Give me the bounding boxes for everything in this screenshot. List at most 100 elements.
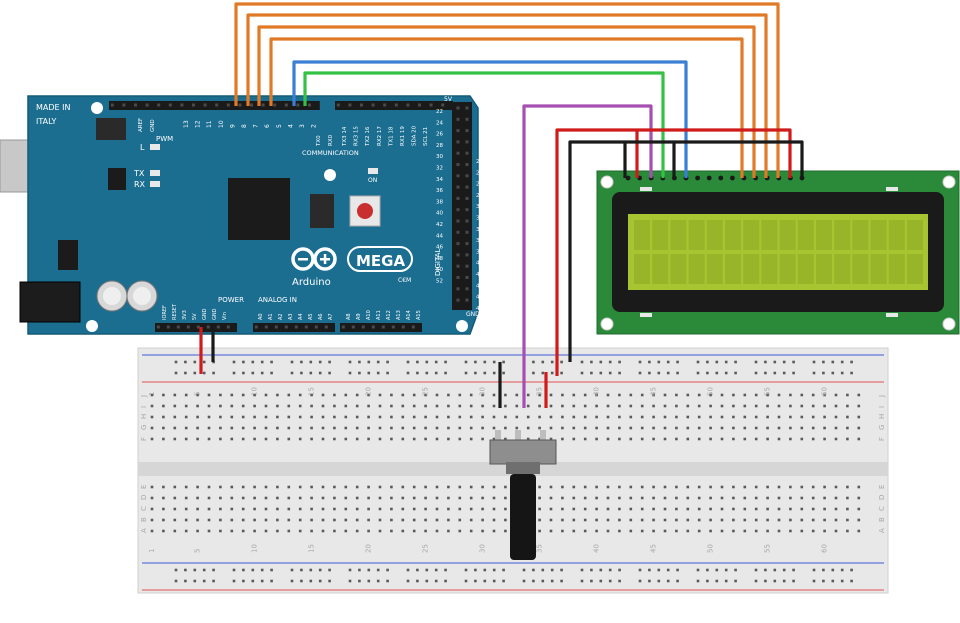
reset-button-cap[interactable]	[357, 203, 373, 219]
header-pin[interactable]	[168, 103, 172, 107]
header-pin[interactable]	[465, 219, 469, 223]
header-pin[interactable]	[166, 325, 170, 329]
header-pin[interactable]	[196, 325, 200, 329]
header-pin[interactable]	[284, 103, 288, 107]
header-pin[interactable]	[360, 103, 363, 107]
header-pin[interactable]	[156, 325, 160, 329]
header-pin[interactable]	[456, 276, 460, 279]
header-pin[interactable]	[465, 208, 469, 212]
power-wire[interactable]	[555, 128, 792, 376]
header-pin[interactable]	[441, 103, 445, 107]
ground-wire[interactable]	[568, 140, 804, 362]
data-wire[interactable]	[246, 13, 768, 178]
header-pin[interactable]	[429, 103, 433, 107]
enable-wire[interactable]	[303, 71, 665, 178]
header-pin[interactable]	[216, 325, 220, 329]
header-pin[interactable]	[465, 287, 469, 291]
header-pin[interactable]	[406, 103, 410, 107]
header-pin[interactable]	[394, 103, 398, 107]
header-pin[interactable]	[456, 117, 460, 121]
header-pin[interactable]	[176, 325, 180, 329]
header-pin[interactable]	[383, 103, 387, 107]
pot-knob-shaft[interactable]	[510, 474, 536, 560]
header-pin[interactable]	[456, 163, 460, 166]
header-pin[interactable]	[465, 185, 469, 189]
header-pin[interactable]	[465, 230, 469, 234]
header-pin[interactable]	[192, 103, 195, 107]
header-pin[interactable]	[273, 103, 277, 107]
header-pin[interactable]	[456, 287, 460, 291]
header-pin[interactable]	[284, 325, 288, 329]
header-pin[interactable]	[341, 325, 345, 329]
header-pin[interactable]	[456, 140, 460, 144]
header-pin[interactable]	[226, 325, 230, 329]
header-pin[interactable]	[456, 174, 460, 178]
header-pin[interactable]	[465, 117, 469, 121]
header-pin[interactable]	[456, 242, 460, 246]
header-pin[interactable]	[203, 103, 207, 107]
header-pin[interactable]	[145, 103, 149, 107]
header-pin[interactable]	[250, 103, 253, 107]
header-pin[interactable]	[296, 103, 300, 107]
lcd-pin-hole[interactable]	[706, 175, 712, 181]
header-pin[interactable]	[206, 325, 210, 329]
data-wire[interactable]	[257, 25, 756, 178]
header-pin[interactable]	[456, 185, 460, 189]
header-pin[interactable]	[465, 276, 469, 279]
header-pin[interactable]	[465, 253, 469, 257]
header-pin[interactable]	[456, 151, 460, 155]
header-pin[interactable]	[456, 129, 460, 133]
header-pin[interactable]	[215, 103, 219, 107]
header-pin[interactable]	[110, 103, 114, 107]
lcd-pin-hole[interactable]	[730, 175, 735, 181]
header-pin[interactable]	[465, 196, 469, 200]
header-pin[interactable]	[456, 253, 460, 257]
header-pin[interactable]	[465, 264, 469, 268]
header-pin[interactable]	[134, 103, 137, 107]
header-pin[interactable]	[361, 325, 365, 329]
header-pin[interactable]	[456, 196, 460, 200]
header-pin[interactable]	[456, 264, 460, 268]
header-pin[interactable]	[371, 103, 375, 107]
header-pin[interactable]	[465, 129, 469, 133]
header-pin[interactable]	[180, 103, 184, 107]
potentiometer[interactable]	[489, 430, 557, 560]
header-pin[interactable]	[465, 151, 469, 155]
data-wire[interactable]	[234, 2, 780, 178]
header-pin[interactable]	[226, 103, 230, 107]
header-pin[interactable]	[264, 325, 268, 329]
header-pin[interactable]	[308, 103, 311, 107]
header-pin[interactable]	[391, 325, 395, 329]
header-pin[interactable]	[314, 325, 318, 329]
header-pin[interactable]	[122, 103, 126, 107]
header-pin[interactable]	[465, 140, 469, 144]
header-pin[interactable]	[456, 106, 460, 110]
header-pin[interactable]	[336, 103, 340, 107]
lcd-pin-hole[interactable]	[625, 175, 631, 181]
data-wire[interactable]	[269, 37, 744, 178]
header-pin[interactable]	[348, 103, 352, 107]
header-pin[interactable]	[465, 174, 469, 178]
header-pin[interactable]	[238, 103, 242, 107]
header-pin[interactable]	[294, 325, 298, 329]
header-pin[interactable]	[371, 325, 375, 329]
header-pin[interactable]	[157, 103, 161, 107]
header-pin[interactable]	[186, 325, 190, 329]
header-pin[interactable]	[418, 103, 421, 107]
header-pin[interactable]	[324, 325, 328, 329]
header-pin[interactable]	[351, 325, 355, 329]
header-pin[interactable]	[261, 103, 265, 107]
lcd-pin-hole[interactable]	[695, 175, 700, 181]
header-pin[interactable]	[304, 325, 308, 329]
header-pin[interactable]	[465, 106, 469, 110]
header-pin[interactable]	[465, 242, 469, 246]
rs-wire[interactable]	[292, 60, 688, 178]
header-pin[interactable]	[254, 325, 258, 329]
header-pin[interactable]	[465, 298, 469, 302]
header-pin[interactable]	[401, 325, 405, 329]
header-pin[interactable]	[456, 230, 460, 234]
header-pin[interactable]	[411, 325, 415, 329]
header-pin[interactable]	[381, 325, 385, 329]
header-pin[interactable]	[456, 208, 460, 212]
header-pin[interactable]	[456, 298, 460, 302]
